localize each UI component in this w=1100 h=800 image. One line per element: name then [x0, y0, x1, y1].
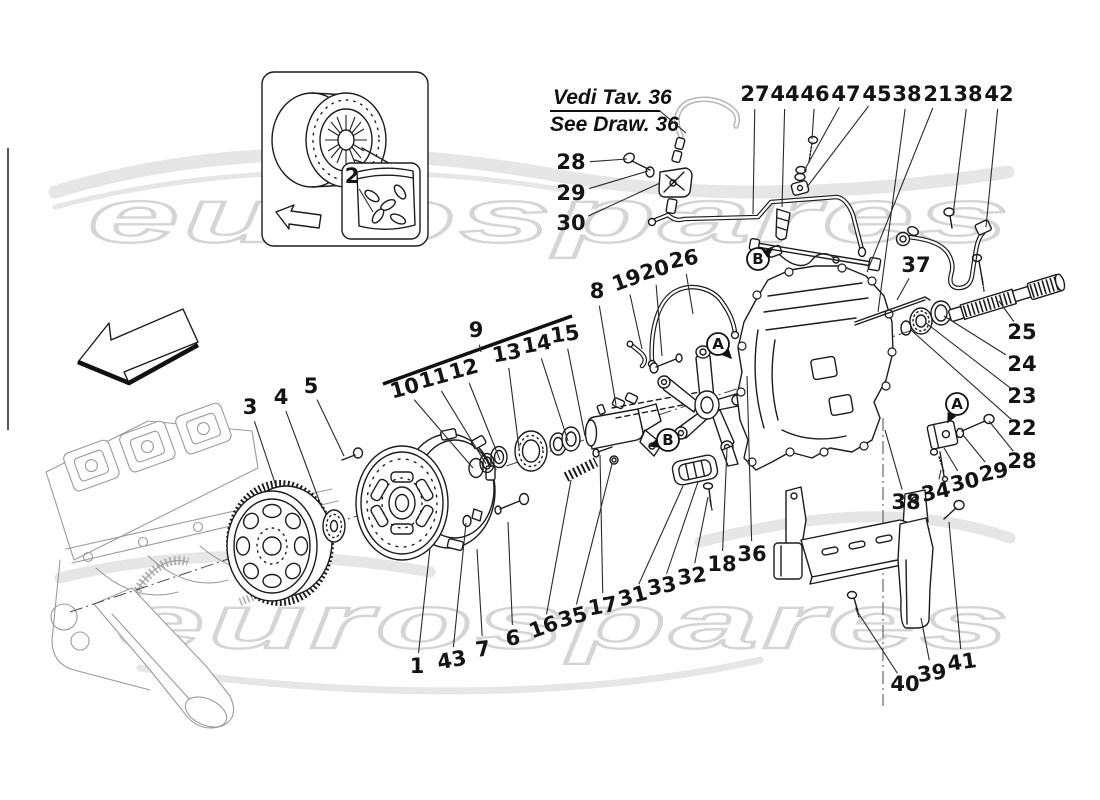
part-label-33: 33: [645, 572, 678, 601]
boot-retainer-drawing: [671, 454, 719, 511]
part-label-11: 11: [417, 363, 451, 394]
part-label-28: 28: [556, 150, 585, 174]
part-label-43: 43: [435, 646, 468, 675]
part-label-42: 42: [984, 82, 1013, 106]
bolt-5: [341, 447, 364, 461]
part-label-8: 8: [590, 279, 605, 303]
part-label-40: 40: [890, 672, 919, 696]
part-label-46: 46: [800, 82, 829, 106]
part-label-1: 1: [410, 654, 425, 678]
nut-35: [609, 455, 619, 465]
part-label-37: 37: [901, 253, 930, 277]
junction-block: [623, 152, 693, 215]
part-label-28: 28: [1007, 449, 1036, 473]
part-label-23: 23: [1007, 384, 1036, 408]
bolt-41: [943, 499, 965, 520]
part-label-34: 34: [919, 477, 953, 507]
part-label-9: 9: [469, 318, 484, 342]
part-label-29: 29: [556, 181, 585, 205]
part-label-36: 36: [737, 542, 766, 566]
part-label-6: 6: [505, 625, 522, 650]
part-label-44: 44: [770, 82, 799, 106]
pushrod-37: [854, 296, 931, 326]
part-label-17: 17: [586, 592, 619, 621]
inset-direction-arrow: [275, 204, 322, 230]
part-label-30: 30: [948, 467, 982, 497]
part-label-39: 39: [916, 659, 948, 687]
ref-letter-B: B: [662, 431, 673, 449]
inset-screw-bag: [356, 167, 416, 230]
flywheel-drawing: [226, 480, 334, 606]
part-label-27: 27: [740, 82, 769, 106]
rubber-grommet: [775, 208, 791, 241]
see-drawing-note: Vedi Tav. 36 See Draw. 36: [550, 86, 687, 136]
part-label-13: 13: [490, 339, 523, 368]
support-bracket-drawing: [773, 486, 934, 629]
inset-box: [261, 71, 429, 247]
input-shaft-drawing: [948, 273, 1066, 322]
part-label-25: 25: [1007, 320, 1036, 344]
part-label-15: 15: [549, 320, 581, 348]
part-label-2: 2: [345, 164, 360, 188]
direction-arrow: [77, 308, 200, 386]
part-label-4: 4: [274, 385, 289, 409]
clutch-disc-windows: [370, 471, 434, 535]
bell-housing-drawing: [736, 237, 897, 471]
part-label-41: 41: [946, 648, 978, 676]
part-label-45: 45: [862, 82, 891, 106]
engine-sketch: [45, 402, 339, 729]
ref-circle-A: [945, 392, 969, 416]
watermark-top: eurospares: [48, 147, 1015, 260]
ref-letter-A: A: [712, 335, 724, 353]
part-label-7: 7: [474, 636, 492, 662]
part-label-21: 21: [923, 82, 952, 106]
release-bearing-drawing: [468, 426, 581, 479]
note-line1: Vedi Tav. 36: [553, 86, 672, 109]
screw-46: [807, 135, 819, 145]
bolt-20: [649, 362, 659, 374]
part-label-24: 24: [1007, 352, 1036, 376]
rigid-pipe-42: [895, 207, 992, 292]
ref-letter-A: A: [951, 395, 963, 413]
part-label-26: 26: [667, 245, 700, 274]
part-label-5: 5: [304, 374, 319, 398]
spring-16: [563, 457, 599, 482]
part-label-10: 10: [388, 373, 422, 404]
feed-pipe: [647, 194, 867, 258]
part-label-38: 38: [953, 82, 982, 106]
part-label-38: 38: [892, 82, 921, 106]
part-label-3: 3: [243, 395, 258, 419]
watermark-text-top: eurospares: [88, 174, 1013, 259]
bolt-40: [846, 590, 860, 618]
spacer-plate-drawing: [322, 509, 346, 543]
part-label-47: 47: [831, 82, 860, 106]
part-label-20: 20: [638, 255, 672, 286]
clutch-kit-drawing: [355, 428, 496, 561]
pushrod-17: [592, 446, 613, 458]
part-label-29: 29: [977, 457, 1011, 487]
bleed-pipes-group: [626, 284, 740, 374]
flywheel-windows: [235, 503, 309, 589]
part-label-30: 30: [556, 211, 585, 235]
part-label-18: 18: [707, 552, 736, 576]
part-label-32: 32: [676, 562, 708, 590]
group-9-bracket-line: [382, 314, 573, 386]
pipe-bracket-drawing: [926, 413, 995, 483]
part-label-22: 22: [1007, 416, 1036, 440]
clutch-fork-drawing: [657, 345, 752, 467]
part-label-14: 14: [520, 330, 553, 359]
disc-fixings: [462, 492, 530, 528]
ref-letter-B: B: [752, 250, 763, 268]
part-label-38: 38: [891, 490, 920, 514]
note-line2: See Draw. 36: [550, 113, 679, 136]
